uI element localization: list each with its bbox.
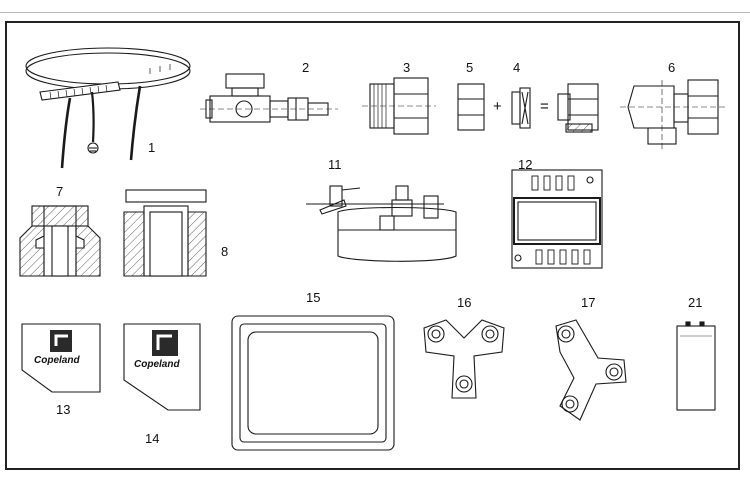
callout-6: 6 (668, 60, 676, 75)
part-2-valve (200, 73, 338, 123)
part-7-section (19, 205, 101, 277)
part-16-bracket (423, 319, 505, 399)
callout-8: 8 (221, 244, 229, 259)
copeland-label-14: Copeland (134, 359, 180, 370)
callout-17: 17 (581, 295, 596, 310)
callout-4: 4 (513, 60, 521, 75)
callout-21: 21 (688, 295, 703, 310)
equals-sign: = (540, 98, 549, 115)
part-13-badge (21, 323, 101, 393)
part-17-bracket (555, 319, 627, 421)
callout-13: 13 (56, 402, 71, 417)
part-11-valve-assembly (306, 185, 457, 262)
part-15-gasket (231, 315, 395, 451)
part-3-adapter (362, 77, 436, 135)
callout-3: 3 (403, 60, 411, 75)
callout-7: 7 (56, 184, 64, 199)
top-rule (0, 12, 750, 13)
part-5-nut (457, 83, 485, 131)
part-21-capacitor (676, 321, 716, 411)
part-1-clamp (25, 47, 191, 169)
callout-2: 2 (302, 60, 310, 75)
copeland-label-13: Copeland (34, 355, 80, 366)
part-4-seal (511, 87, 531, 129)
part-4-5-assembled (557, 83, 599, 133)
callout-12: 12 (518, 157, 533, 172)
figure-frame (5, 21, 740, 470)
part-14-badge (123, 323, 201, 411)
callout-15: 15 (306, 290, 321, 305)
callout-11: 11 (328, 157, 342, 172)
part-12-terminal-box (511, 169, 603, 269)
callout-1: 1 (148, 140, 156, 155)
callout-14: 14 (145, 431, 160, 446)
callout-5: 5 (466, 60, 474, 75)
callout-16: 16 (457, 295, 472, 310)
part-6-fitting (620, 79, 726, 150)
plus-sign: + (493, 98, 502, 115)
part-8-section (123, 189, 207, 277)
